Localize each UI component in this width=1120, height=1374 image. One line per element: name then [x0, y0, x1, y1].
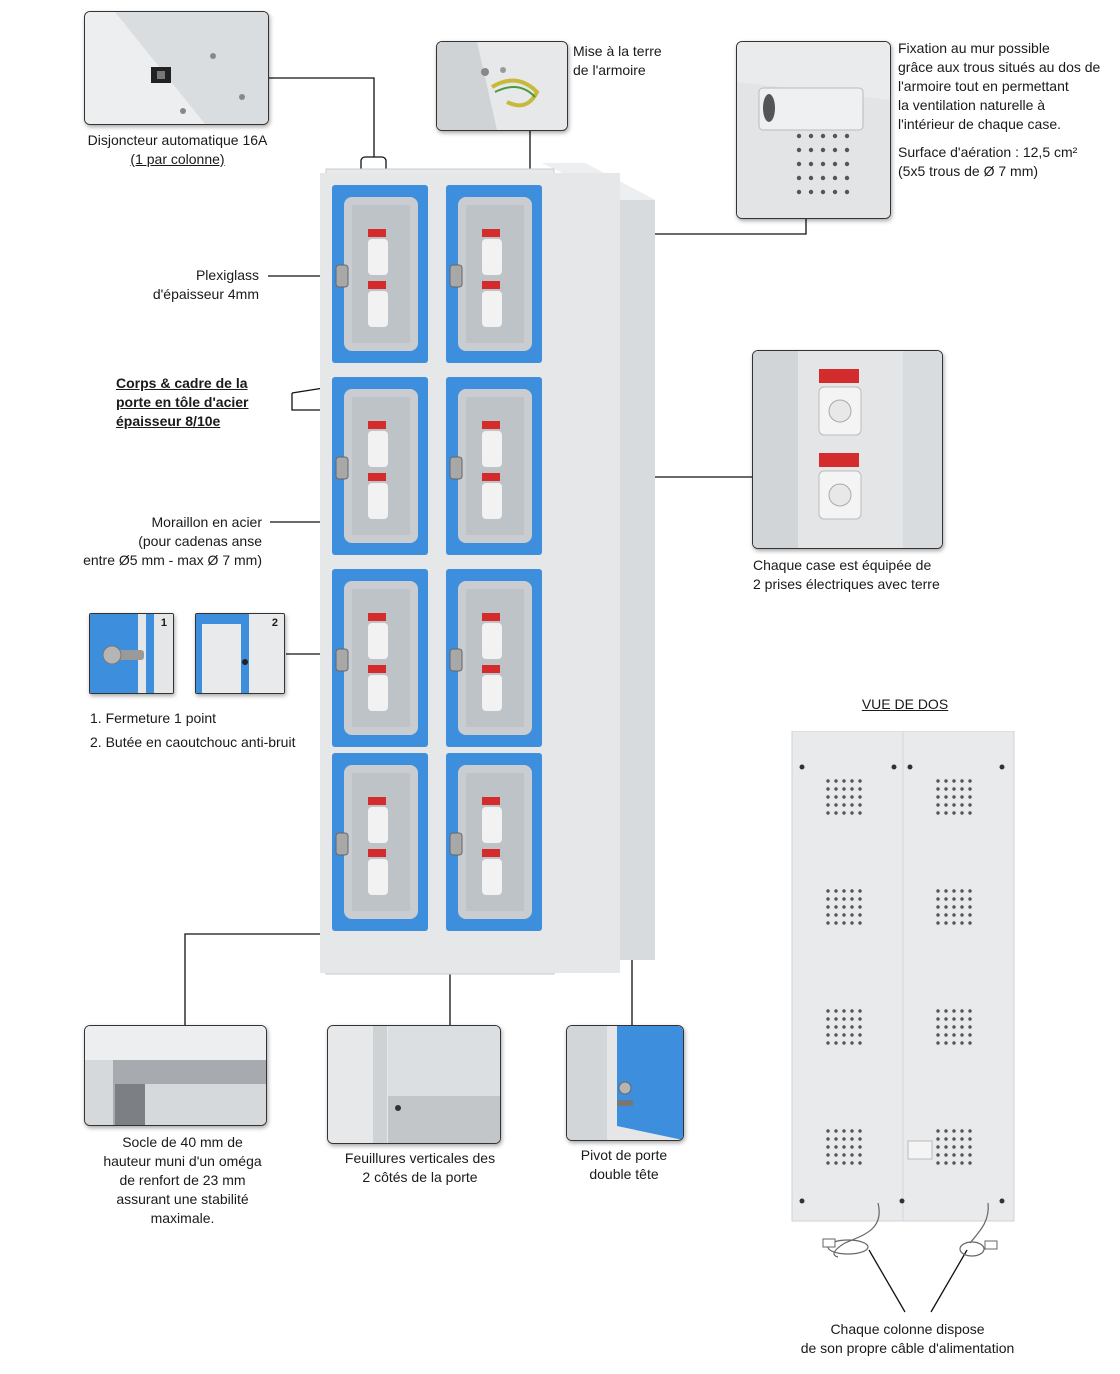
vent-hole [808, 175, 814, 181]
vent-hole [796, 189, 802, 195]
mounting-hole [799, 764, 805, 770]
locker-door [332, 753, 428, 931]
single-point-lock-thumbnail: 1 [89, 613, 174, 694]
vent-hole [808, 161, 814, 167]
pivot-thumbnail [566, 1025, 684, 1141]
rating-plate [907, 1140, 933, 1160]
vent-hole [820, 175, 826, 181]
vent-hole [820, 147, 826, 153]
vent-hole [844, 133, 850, 139]
locker-door [332, 569, 428, 747]
vent-hole [820, 161, 826, 167]
steel-body-label: Corps & cadre de la porte en tôle d'acie… [116, 375, 249, 429]
vent-hole [820, 189, 826, 195]
mounting-hole [891, 764, 897, 770]
locker-door [446, 377, 542, 555]
plinth-thumbnail [84, 1025, 267, 1126]
plinth-label: Socle de 40 mm de hauteur muni d'un omég… [103, 1134, 262, 1226]
ground-label: Mise à la terre de l'armoire [573, 43, 662, 78]
ground-thumbnail [436, 41, 568, 131]
vent-hole [808, 189, 814, 195]
thumb2-number: 2 [271, 617, 278, 629]
closing-label: 1. Fermeture 1 point [90, 710, 217, 726]
vent-hole [832, 133, 838, 139]
breaker-thumbnail [84, 11, 269, 125]
vent-grid [826, 779, 862, 815]
rubber-bumper-thumbnail: 2 [195, 613, 285, 694]
mounting-hole [799, 1198, 805, 1204]
vent-grid [826, 1129, 862, 1165]
vent-hole [832, 189, 838, 195]
hasp-label: Moraillon en acier (pour cadenas anse en… [83, 514, 262, 568]
bumper-label: 2. Butée en caoutchouc anti-bruit [90, 734, 296, 750]
vent-hole [832, 161, 838, 167]
back-view-title: VUE DE DOS [861, 696, 949, 712]
vent-hole [844, 161, 850, 167]
breaker-label: Disjoncteur automatique 16A (1 par colon… [87, 132, 268, 167]
vent-hole [808, 147, 814, 153]
vent-hole [796, 133, 802, 139]
mounting-hole [999, 764, 1005, 770]
mounting-hole [999, 1198, 1005, 1204]
back-view-panel [791, 731, 1015, 1258]
plexiglass-label: Plexiglass d'épaisseur 4mm [152, 267, 259, 302]
vent-hole [844, 189, 850, 195]
vent-hole [796, 175, 802, 181]
vent-hole [808, 133, 814, 139]
locker-door [332, 377, 428, 555]
wall-fixing-thumbnail [736, 41, 891, 219]
vent-hole [832, 175, 838, 181]
locker-door [446, 753, 542, 931]
vent-hole [796, 161, 802, 167]
vent-grid [936, 1129, 972, 1165]
sockets-label: Chaque case est équipée de 2 prises élec… [753, 557, 940, 592]
vent-grid [936, 889, 972, 925]
thumb1-number: 1 [160, 617, 167, 629]
sockets-thumbnail [752, 350, 943, 549]
locker-door [446, 569, 542, 747]
locker-door [332, 185, 428, 363]
vent-grid [936, 779, 972, 815]
mounting-hole [907, 764, 913, 770]
cable-label: Chaque colonne dispose de son propre câb… [800, 1321, 1015, 1356]
rebates-thumbnail [327, 1025, 501, 1144]
mounting-hole [899, 1198, 905, 1204]
vent-grid [936, 1009, 972, 1045]
vent-hole [832, 147, 838, 153]
ventilation-label: Surface d'aération : 12,5 cm² (5x5 trous… [898, 144, 1078, 179]
vent-hole [844, 175, 850, 181]
vent-hole [820, 133, 826, 139]
locker-cabinet [320, 163, 655, 975]
vent-hole [796, 147, 802, 153]
rebates-label: Feuillures verticales des 2 côtés de la … [344, 1150, 496, 1185]
locker-door [446, 185, 542, 363]
vent-hole [844, 147, 850, 153]
wall-fixing-label: Fixation au mur possible grâce aux trous… [898, 40, 1101, 132]
vent-grid [826, 889, 862, 925]
pivot-label: Pivot de porte double tête [580, 1147, 668, 1182]
vent-grid [826, 1009, 862, 1045]
